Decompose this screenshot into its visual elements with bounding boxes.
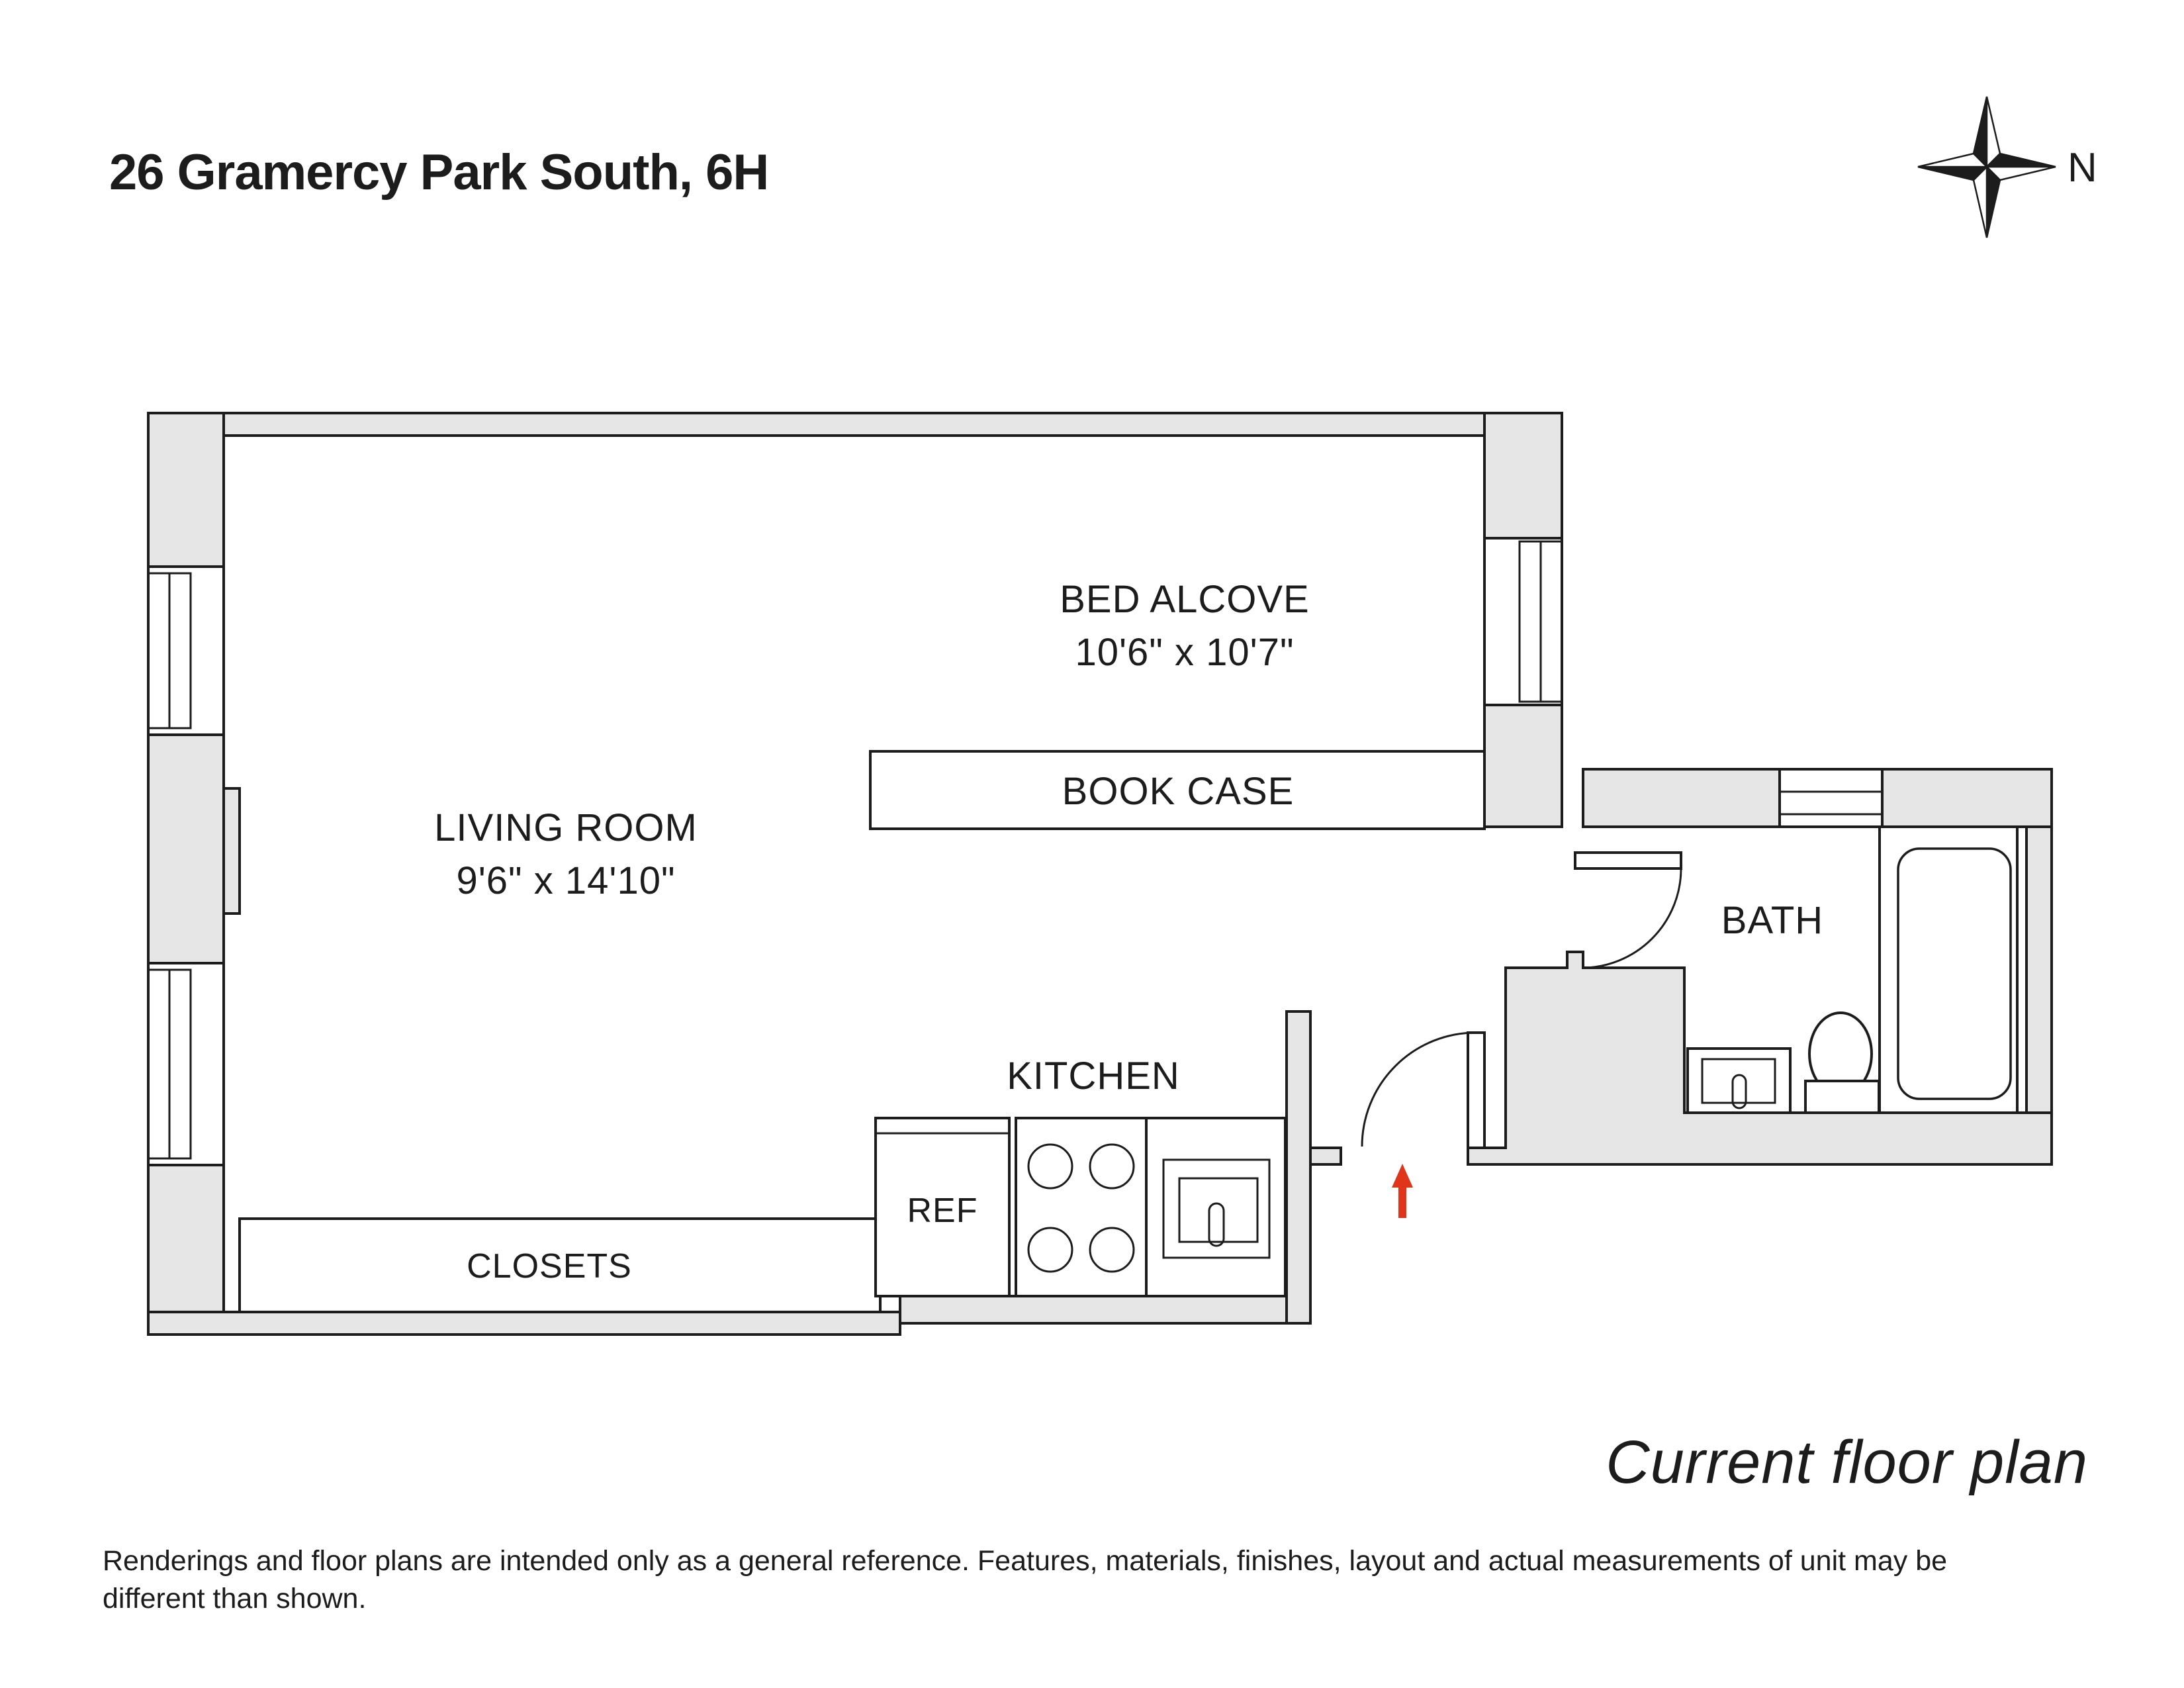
label-bath: BATH (1721, 899, 1823, 942)
window-living-room-upper (147, 565, 225, 736)
bath-door (1574, 851, 1682, 969)
doors (1361, 851, 1682, 1149)
burner (1089, 1143, 1135, 1190)
disclaimer-line-1: Renderings and floor plans are intended … (103, 1545, 1947, 1577)
wall-left-pier (222, 787, 241, 915)
bath-door-swing-arc (1581, 868, 1682, 969)
window-bath (1778, 768, 1884, 828)
entry-door (1361, 1031, 1486, 1149)
wall-bottom-closets (147, 1311, 901, 1336)
disclaimer-line-2: different than shown. (103, 1583, 366, 1615)
refrigerator (874, 1117, 1011, 1297)
bath-sink (1686, 1047, 1792, 1114)
wall-bath-top-right (1881, 768, 2053, 828)
entry-arrow-icon (1392, 1164, 1413, 1218)
wall-bath-top-left (1582, 768, 1781, 828)
label-ref: REF (907, 1192, 978, 1230)
entry-door-panel (1467, 1031, 1486, 1149)
entry-door-swing-arc (1361, 1031, 1477, 1147)
label-living-room: LIVING ROOM (434, 806, 698, 849)
kitchen-sink (1145, 1117, 1287, 1297)
label-closets: CLOSETS (467, 1247, 632, 1286)
wall-left-lower (147, 1164, 225, 1336)
tub-alcove (1878, 825, 2019, 1114)
label-living-room-dims: 9'6" x 14'10" (456, 859, 675, 902)
burner (1027, 1227, 1073, 1273)
wall-left-middle (147, 733, 225, 964)
label-bed-alcove-dims: 10'6" x 10'7" (1075, 631, 1294, 674)
window-bed-alcove (1483, 537, 1563, 706)
bathtub (1878, 825, 2019, 1114)
tub (1897, 847, 2012, 1100)
wall-entry-left-jamb (1309, 1147, 1342, 1166)
windows (147, 537, 1884, 1166)
bath-door-panel (1574, 851, 1682, 870)
fixtures (238, 750, 2019, 1313)
wall-bath-right (2025, 825, 2053, 1114)
closets (238, 1217, 882, 1313)
toilet (1804, 1011, 1880, 1114)
page-title: 26 Gramercy Park South, 6H (109, 144, 768, 201)
burner (1027, 1143, 1073, 1190)
toilet-tank (1804, 1080, 1880, 1114)
wall-alcove-right-upper (1483, 412, 1563, 539)
label-bed-alcove: BED ALCOVE (1060, 578, 1309, 621)
burner (1089, 1227, 1135, 1273)
wall-bottom-kitchen (899, 1295, 1312, 1325)
compass-rose-icon (1917, 96, 2056, 238)
room-labels: BED ALCOVE 10'6" x 10'7" LIVING ROOM 9'6… (434, 578, 1823, 1286)
bookcase (869, 750, 1486, 830)
label-kitchen: KITCHEN (1007, 1055, 1180, 1098)
wall-alcove-right-lower (1483, 704, 1563, 828)
stove (1015, 1117, 1148, 1297)
faucet (1731, 1074, 1747, 1109)
label-book-case: BOOK CASE (1062, 770, 1295, 813)
window-living-room-lower (147, 962, 225, 1166)
wall-left-upper (147, 412, 225, 568)
wall-kitchen-right (1285, 1010, 1312, 1325)
caption-current-floor-plan: Current floor plan (1606, 1429, 2088, 1496)
wall-top (147, 412, 1563, 437)
compass-north-label: N (2068, 145, 2097, 191)
faucet (1208, 1202, 1225, 1247)
